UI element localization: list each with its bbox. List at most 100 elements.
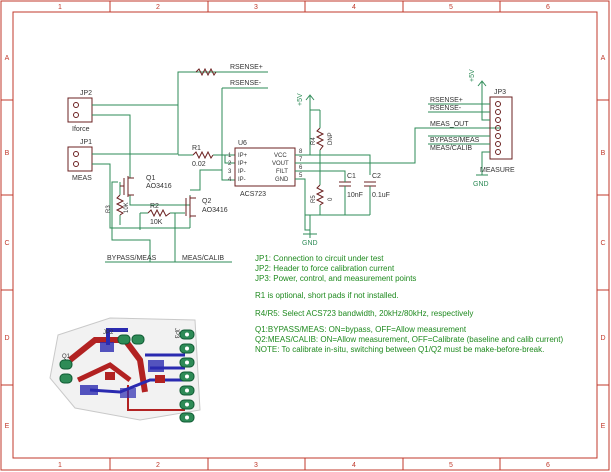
u6-pinnum-5: 5 bbox=[299, 173, 303, 179]
u6-pin-in2: IP- bbox=[238, 177, 246, 183]
col-label-1-bottom: 1 bbox=[58, 462, 62, 469]
note-make-before-break: NOTE: To calibrate in-situ, switching be… bbox=[255, 345, 544, 354]
meas-calib-net: MEAS/CALIB bbox=[182, 255, 224, 262]
jp1-connector: JP1 MEAS bbox=[67, 139, 93, 182]
q1-value: AO3416 bbox=[146, 183, 172, 190]
jp2-name: JP2 bbox=[80, 90, 92, 97]
note-q2: Q2:MEAS/CALIB: ON=Allow measurement, OFF… bbox=[255, 335, 563, 344]
r2-resistor: R2 10K bbox=[147, 203, 171, 226]
r3-value: 10K bbox=[124, 202, 130, 213]
u6-pin-ip2: IP+ bbox=[238, 161, 248, 167]
plus5v-symbol-center: +5V bbox=[297, 93, 315, 110]
c1-value: 10nF bbox=[347, 192, 363, 199]
jp1-value: MEAS bbox=[72, 175, 92, 182]
pcb-label-jp3: JP3 bbox=[173, 328, 179, 339]
u6-pin-vout: VOUT bbox=[272, 161, 289, 167]
r1-value: 0.02 bbox=[192, 161, 206, 168]
r5-value: 0 bbox=[328, 197, 334, 201]
row-label-c-right: C bbox=[600, 240, 605, 247]
row-label-d-right: D bbox=[600, 335, 605, 342]
r1-resistor: R1 0.02 bbox=[192, 145, 214, 168]
u6-pin-vcc: VCC bbox=[274, 153, 287, 159]
c2-name: C2 bbox=[372, 173, 381, 180]
u6-name: U6 bbox=[238, 140, 247, 147]
u6-pin-gnd: GND bbox=[275, 177, 289, 183]
bypass-meas-net: BYPASS/MEAS bbox=[107, 255, 157, 262]
u6-pinnum-6: 6 bbox=[299, 165, 303, 171]
col-label-6-bottom: 6 bbox=[546, 462, 550, 469]
q2-name: Q2 bbox=[202, 198, 211, 205]
col-label-1: 1 bbox=[58, 4, 62, 11]
u6-wires-right bbox=[295, 110, 500, 238]
row-label-c: C bbox=[4, 240, 9, 247]
jp3-rsense-minus: RSENSE- bbox=[430, 105, 462, 112]
r3-resistor: R3 10K bbox=[106, 194, 130, 216]
col-label-5-bottom: 5 bbox=[449, 462, 453, 469]
r5-resistor: R5 0 bbox=[311, 184, 334, 206]
row-label-b: B bbox=[5, 150, 10, 157]
q1-name: Q1 bbox=[146, 175, 155, 182]
note-r1: R1 is optional, short pads if not instal… bbox=[255, 291, 399, 300]
jp3-meas-out: MEAS_OUT bbox=[430, 121, 469, 128]
r2-name: R2 bbox=[150, 203, 159, 210]
q2-value: AO3416 bbox=[202, 207, 228, 214]
jp3-meas-calib: MEAS/CALIB bbox=[430, 145, 472, 152]
pcb-label-q1: Q1 bbox=[62, 354, 71, 360]
gnd-symbol-jp3: GND bbox=[473, 174, 489, 188]
r1-name: R1 bbox=[192, 145, 201, 152]
c2-capacitor: C2 0.1uF bbox=[364, 173, 390, 199]
u6-pinnum-8: 8 bbox=[299, 149, 303, 155]
pcb-jp3-pads bbox=[179, 329, 195, 423]
jp2-connector: JP2 Iforce bbox=[67, 90, 93, 133]
row-label-e: E bbox=[5, 423, 10, 430]
pcb-jp3-holes bbox=[185, 332, 189, 420]
u6-acs723: U6 ACS723 IP+ IP+ IP- IP- VCC VOUT FILT … bbox=[228, 140, 303, 198]
note-jp3: JP3: Power, control, and measurement poi… bbox=[255, 274, 416, 283]
notes-block: JP1: Connection to circuit under test JP… bbox=[255, 254, 563, 354]
row-label-a-right: A bbox=[601, 55, 606, 62]
u6-pin-in1: IP- bbox=[238, 169, 246, 175]
plus5v-symbol-jp3: +5V bbox=[469, 69, 487, 94]
plus5v-label-center: +5V bbox=[297, 93, 304, 106]
u6-pin-filt: FILT bbox=[276, 169, 288, 175]
column-ticks bbox=[109, 1, 501, 470]
q2-mosfet: Q2 AO3416 bbox=[185, 196, 228, 218]
col-label-3: 3 bbox=[254, 4, 258, 11]
row-label-b-right: B bbox=[601, 150, 606, 157]
pcb-label-jp2: JP2 bbox=[103, 330, 114, 336]
jp3-connector: JP3 MEASURE bbox=[480, 89, 515, 174]
row-ticks bbox=[1, 99, 609, 386]
r5-name: R5 bbox=[311, 195, 317, 203]
rsense-resistor bbox=[195, 67, 217, 77]
wires-left bbox=[92, 71, 268, 263]
jp3-rsense-plus: RSENSE+ bbox=[430, 97, 463, 104]
pcb-jp-pads bbox=[59, 334, 145, 384]
jp3-wires bbox=[428, 94, 490, 175]
col-label-2: 2 bbox=[156, 4, 160, 11]
jp2-value: Iforce bbox=[72, 126, 90, 133]
u6-pinnum-1: 1 bbox=[228, 153, 232, 159]
gnd-label-center: GND bbox=[302, 240, 318, 247]
note-jp2: JP2: Header to force calibration current bbox=[255, 264, 395, 273]
r4-value: DNP bbox=[328, 132, 334, 145]
jp3-value: MEASURE bbox=[480, 167, 515, 174]
col-label-3-bottom: 3 bbox=[254, 462, 258, 469]
note-jp1: JP1: Connection to circuit under test bbox=[255, 254, 384, 263]
u6-pin-ip1: IP+ bbox=[238, 153, 248, 159]
row-label-a: A bbox=[5, 55, 10, 62]
jp3-name: JP3 bbox=[494, 89, 506, 96]
col-label-2-bottom: 2 bbox=[156, 462, 160, 469]
u6-pinnum-2: 2 bbox=[228, 161, 232, 167]
u6-pinnum-7: 7 bbox=[299, 157, 303, 163]
gnd-label-jp3: GND bbox=[473, 181, 489, 188]
gnd-symbol-center: GND bbox=[302, 215, 318, 247]
note-r4-r5: R4/R5: Select ACS723 bandwidth, 20kHz/80… bbox=[255, 309, 473, 318]
col-label-5: 5 bbox=[449, 4, 453, 11]
plus5v-label-jp3: +5V bbox=[469, 69, 476, 82]
row-label-e-right: E bbox=[601, 423, 606, 430]
rsense-minus-net: RSENSE- bbox=[230, 80, 262, 87]
c2-value: 0.1uF bbox=[372, 192, 390, 199]
u6-value: ACS723 bbox=[240, 191, 266, 198]
r2-value: 10K bbox=[150, 219, 163, 226]
